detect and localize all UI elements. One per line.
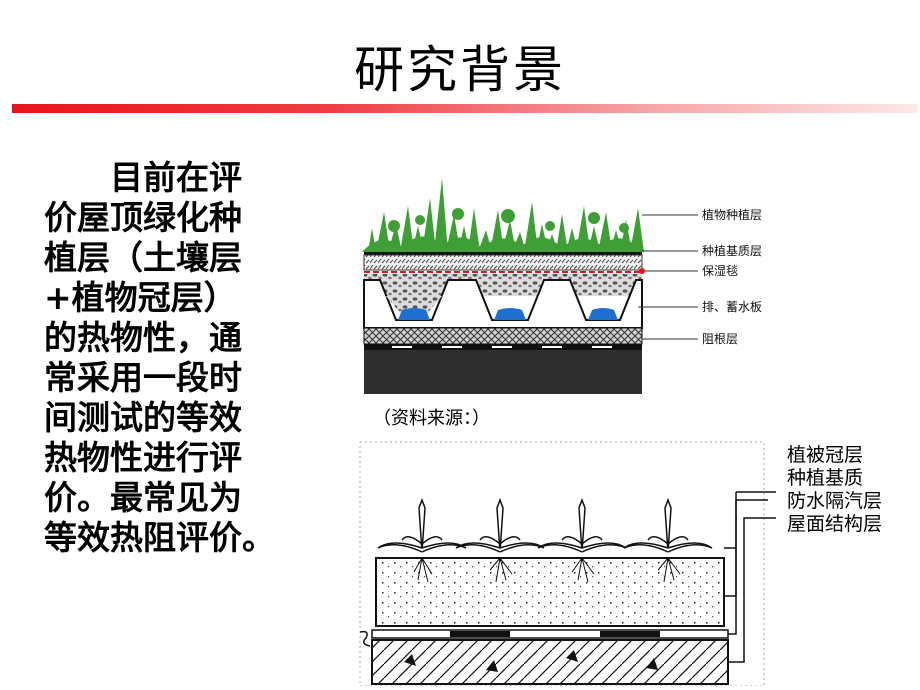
label-roof-structure: 屋面结构层: [787, 513, 883, 535]
body-line: 价。最常见为: [44, 478, 242, 517]
page-title: 研究背景: [354, 41, 566, 99]
body-line: +植物冠层）: [44, 278, 237, 317]
label-planting-layer: 植物种植层: [702, 207, 762, 222]
drainage-board: [363, 279, 643, 329]
body-line: 植层（土壤层: [44, 238, 242, 277]
title-divider: [12, 104, 918, 113]
source-note: （资料来源：）: [373, 408, 490, 429]
body-line: 热物性进行评: [44, 438, 242, 477]
green-roof-section-diagram: 植物种植层 种植基质层 保湿毯 排、蓄水板 阻根层: [362, 178, 762, 394]
body-line: 等效热阻评价。: [44, 518, 275, 557]
canopy-plants: [377, 497, 713, 553]
body-line: 价屋顶绿化种: [44, 198, 242, 237]
label-moisture-blanket: 保湿毯: [702, 263, 738, 278]
label-vegetation-canopy: 植被冠层: [787, 444, 864, 466]
plant-layer: [362, 178, 644, 252]
figure2-label-list: 植被冠层 种植基质 防水隔汽层 屋面结构层: [787, 444, 882, 536]
label-drainage-board: 排、蓄水板: [702, 300, 762, 314]
label-root-barrier: 阻根层: [702, 332, 738, 346]
body-line: 间测试的等效: [44, 398, 242, 437]
roof-layer-sketch-diagram: [359, 441, 776, 686]
label-planting-substrate: 种植基质: [787, 467, 864, 489]
body-line: 常采用一段时: [44, 358, 242, 397]
body-line: 的热物性，通: [44, 318, 242, 357]
label-substrate-layer: 种植基质层: [702, 243, 762, 258]
label-waterproof-vapor-barrier: 防水隔汽层: [787, 490, 883, 512]
body-paragraph: 目前在评 价屋顶绿化种 植层（土壤层 +植物冠层） 的热物性，通 常采用一段时 …: [44, 158, 306, 558]
body-line: 目前在评: [110, 158, 242, 197]
